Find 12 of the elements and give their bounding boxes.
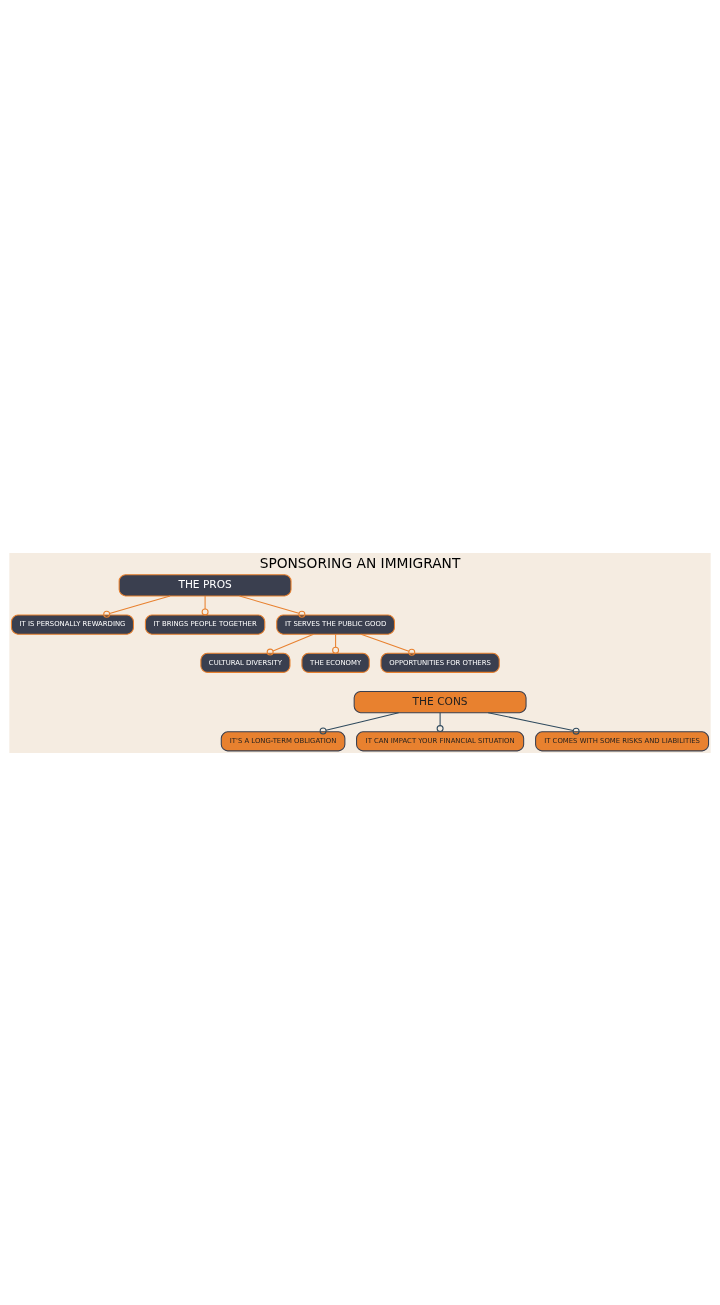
connector	[103, 594, 171, 618]
diagram-title: SPONSORING AN IMMIGRANT	[259, 554, 461, 571]
node-box: THE CONS	[353, 690, 527, 713]
connector	[266, 633, 315, 656]
connector	[332, 633, 340, 654]
connector	[239, 594, 306, 618]
node-box: THE PROS	[118, 573, 292, 596]
connector	[319, 711, 400, 735]
connector	[487, 711, 580, 735]
connector	[201, 595, 209, 615]
connector	[360, 633, 416, 656]
connector	[436, 711, 444, 732]
